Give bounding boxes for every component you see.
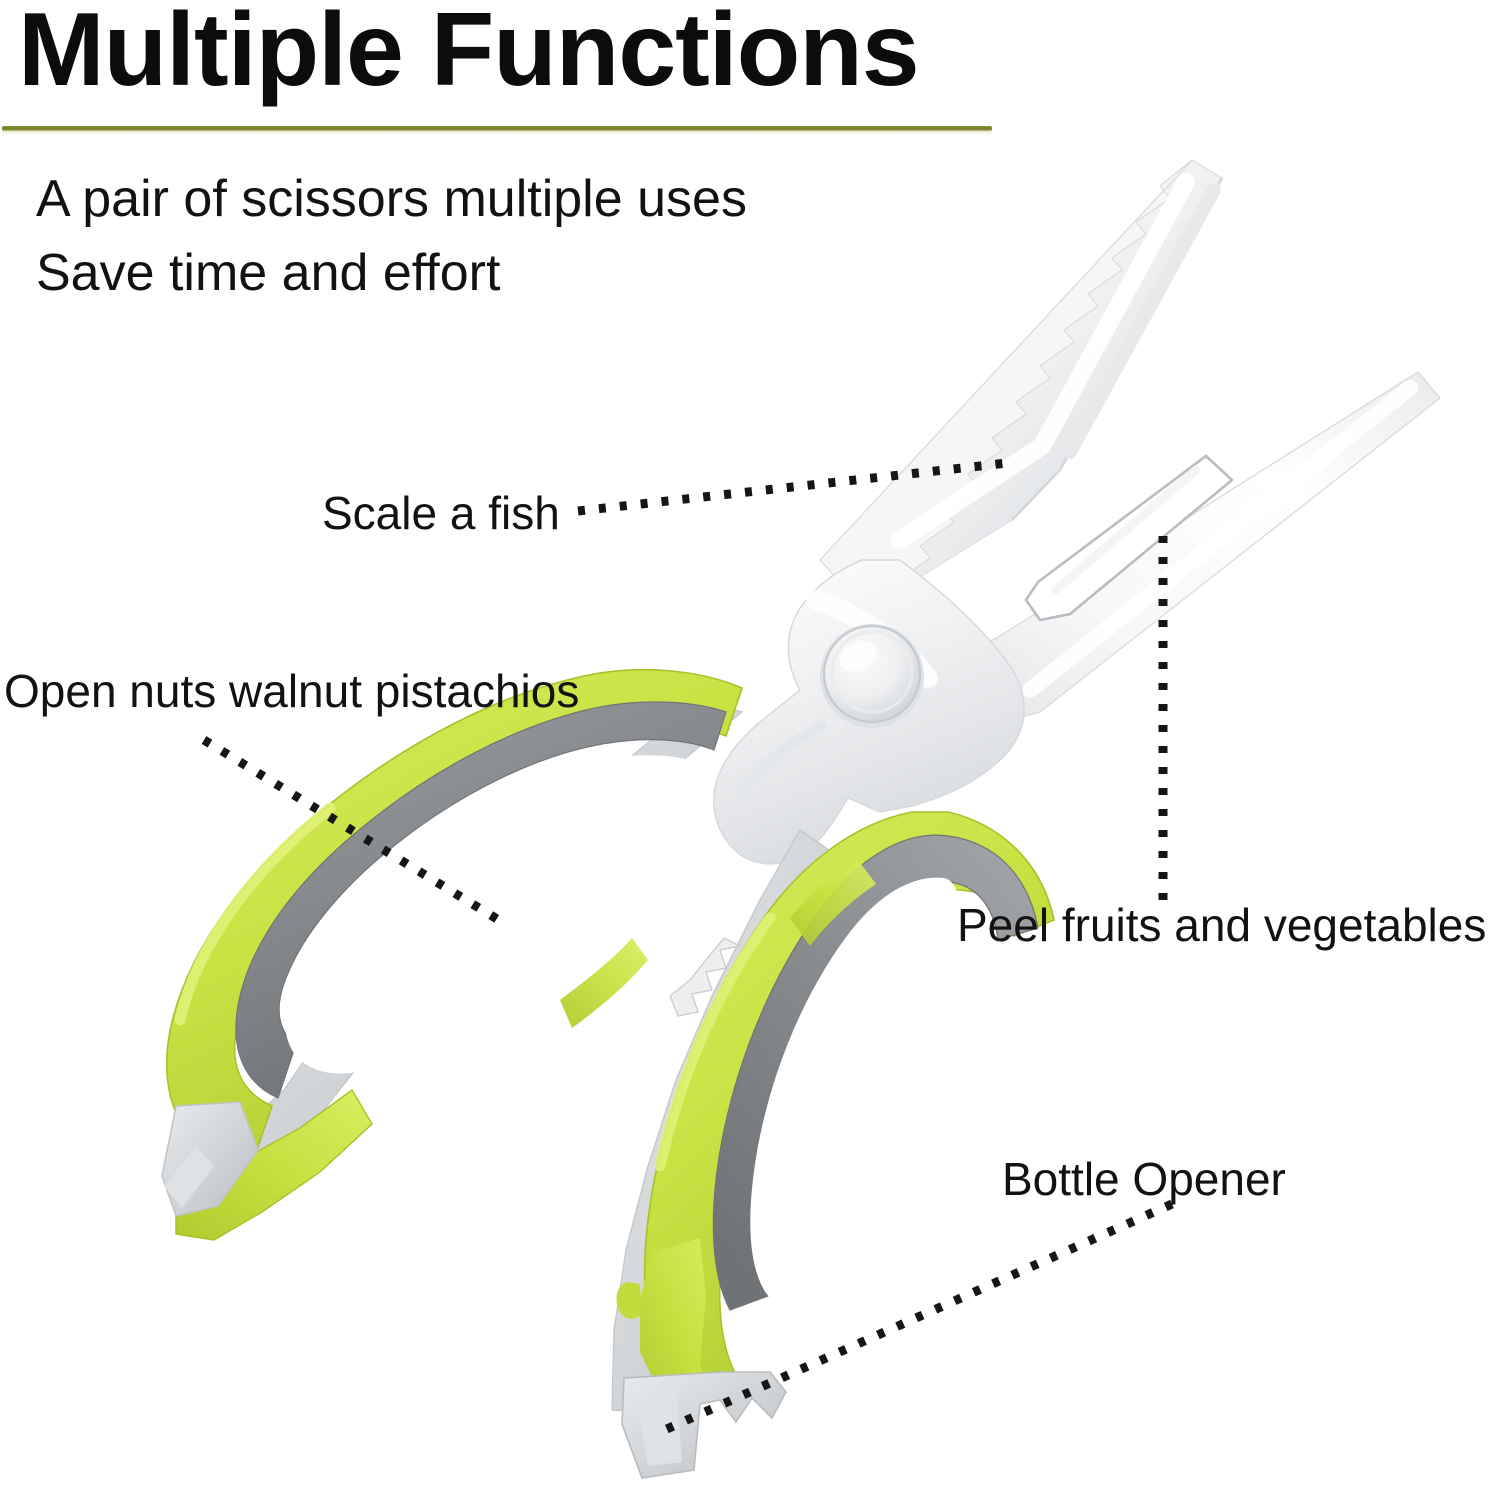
callout-label-scale-a-fish: Scale a fish (322, 487, 560, 539)
leader-line-open-nuts (201, 736, 505, 926)
upper-blade-fish-scaler (819, 159, 1224, 619)
handle-green-cap (175, 1088, 373, 1241)
title-divider-glow (2, 131, 992, 135)
lower-shank-teeth (669, 937, 742, 1017)
handle-finger-hole (285, 755, 691, 1074)
peeler-slot (1024, 454, 1234, 622)
lower-handle-green-cap (640, 1238, 712, 1410)
subtitle-line-2: Save time and effort (36, 244, 501, 302)
lower-grip-ridge (790, 860, 876, 946)
upper-left-handle (161, 669, 744, 1241)
leader-line-bottle-opener (658, 1199, 1174, 1437)
lower-handle-nub (616, 1282, 642, 1319)
callout-label-open-nuts: Open nuts walnut pistachios (4, 665, 580, 717)
title-divider (2, 126, 992, 131)
page-title: Multiple Functions (18, 0, 920, 108)
lower-blade-peeler (899, 371, 1442, 743)
callout-label-peel-fruits: Peel fruits and vegetables (957, 899, 1487, 951)
lower-right-handle (611, 811, 1055, 1479)
subtitle-line-1: A pair of scissors multiple uses (36, 170, 747, 228)
handle-gray-pad (235, 701, 727, 1099)
pivot-screw (820, 624, 924, 728)
callout-label-bottle-opener: Bottle Opener (1002, 1153, 1286, 1205)
handle-grip-ridge (560, 938, 648, 1028)
lower-handle-finger-hole (750, 877, 977, 1311)
